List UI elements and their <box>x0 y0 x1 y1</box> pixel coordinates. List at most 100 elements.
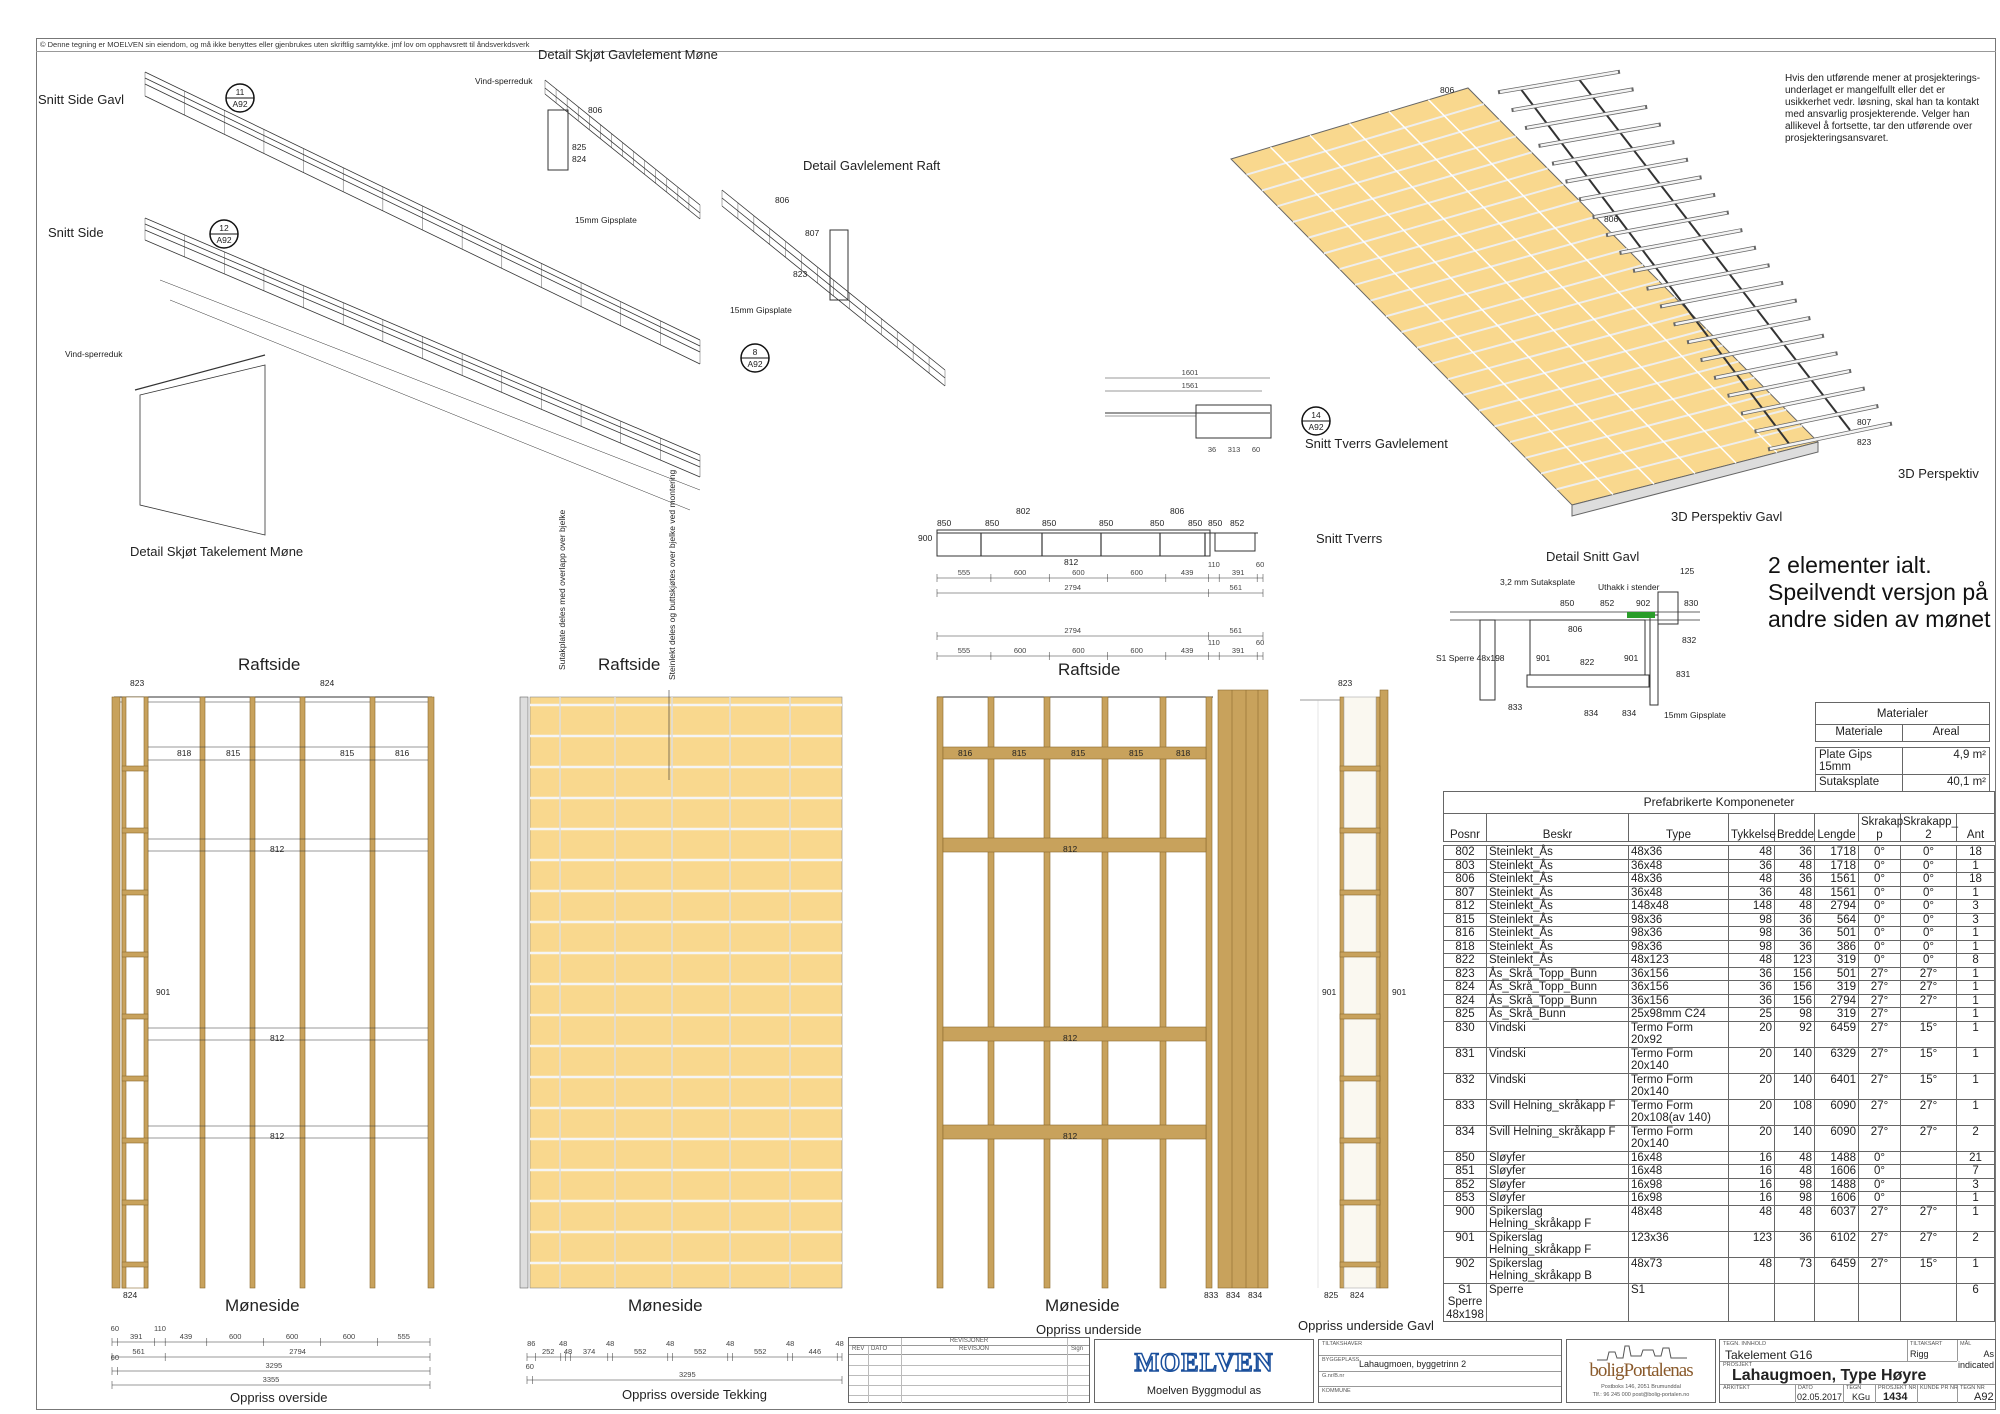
components-cell: 98 <box>1728 939 1775 954</box>
label-816-c: 816 <box>958 748 972 758</box>
callout-12[interactable]: 12 A92 <box>209 219 239 249</box>
dim-tverrs-1-label: 600 <box>1014 568 1027 577</box>
components-cell: 6037 <box>1814 1204 1859 1232</box>
components-cell: 36 <box>1774 912 1815 927</box>
svg-text:A92: A92 <box>747 359 762 369</box>
components-cell <box>1814 1282 1859 1322</box>
elev-c-rafter <box>987 696 995 1289</box>
partner-contact: Tlf.: 96 245 000 post@bolig-portalen.no <box>1592 1392 1690 1398</box>
components-cell <box>1858 1282 1901 1322</box>
label-850-gavl: 850 <box>1560 598 1574 608</box>
label-850: 850 <box>937 518 951 528</box>
dim-overside-1-label: 439 <box>180 1332 193 1341</box>
dim-tekking-1-label: 48 <box>606 1339 614 1348</box>
components-cell: 36 <box>1728 980 1775 995</box>
3d-rafter-lath-fill <box>1688 317 1809 344</box>
components-cell: 48 <box>1774 899 1815 914</box>
components-cell: 16 <box>1728 1150 1775 1165</box>
components-cell: 803 <box>1443 858 1487 873</box>
components-cell: 1 <box>1955 1046 1996 1074</box>
components-cell: 27° <box>1858 1098 1901 1126</box>
components-cell: 27° <box>1900 1124 1957 1152</box>
dim-1561: 1561 <box>1182 381 1199 390</box>
components-cell <box>1728 1282 1775 1322</box>
elev-d-stud <box>1339 696 1345 1289</box>
components-cell: 36x156 <box>1628 966 1729 981</box>
dim-tekking-2-label: 3295 <box>679 1370 696 1379</box>
dim-tverrs-1-label: 600 <box>1130 568 1143 577</box>
components-cell: 319 <box>1814 980 1859 995</box>
components-cell: 36x156 <box>1628 980 1729 995</box>
components-cell: 1488 <box>1814 1150 1859 1165</box>
components-header-cell: Bredde <box>1774 813 1815 842</box>
label-sperre: S1 Sperre 48x198 <box>1436 653 1505 663</box>
3d-rafter-lath-fill <box>1715 352 1836 379</box>
components-cell: Termo Form 20x140 <box>1628 1124 1729 1152</box>
components-cell: 27° <box>1858 1204 1901 1232</box>
label-823-3d: 823 <box>1857 437 1871 447</box>
components-cell: 27° <box>1900 1204 1957 1232</box>
components-header-cell: Type <box>1628 813 1729 842</box>
components-cell: 851 <box>1443 1164 1487 1179</box>
label-833: 833 <box>1508 702 1522 712</box>
3d-rafter-lath-fill <box>1607 211 1728 237</box>
dim-1601: 1601 <box>1182 368 1199 377</box>
detail-gavl-member <box>547 109 569 171</box>
components-cell: 1 <box>1955 1072 1996 1100</box>
label-gipsplate-2: 15mm Gipsplate <box>730 305 792 315</box>
components-cell: 1561 <box>1814 885 1859 900</box>
label-812-a1: 812 <box>270 844 284 854</box>
components-cell: Sløyfer <box>1486 1164 1629 1179</box>
callout-11[interactable]: 11 A92 <box>225 83 255 113</box>
svg-text:A92: A92 <box>232 99 247 109</box>
components-cell: 1 <box>1955 966 1996 981</box>
components-cell: Steinlekt_Ås <box>1486 912 1629 927</box>
components-cell: Sløyfer <box>1486 1191 1629 1206</box>
3d-gavl-sloyfe <box>1348 122 1696 475</box>
components-cell <box>1900 1007 1957 1022</box>
gavl-detail-vindski <box>1649 614 1659 706</box>
label-807-3d: 807 <box>1857 417 1871 427</box>
callout-14[interactable]: 14 A92 <box>1301 406 1331 436</box>
components-cell: 25x98mm C24 <box>1628 1007 1729 1022</box>
label-806: 806 <box>1170 506 1184 516</box>
svg-text:8: 8 <box>753 347 758 357</box>
raftside-label-a: Raftside <box>238 655 300 674</box>
dim-tekking-1-label: 48 <box>559 1339 567 1348</box>
copyright-notice: © Denne tegning er MOELVEN sin eiendom, … <box>36 38 1996 52</box>
components-cell: 48 <box>1774 1150 1815 1165</box>
dim-gavlelement: 60 <box>1252 445 1260 454</box>
components-cell: 852 <box>1443 1177 1487 1192</box>
svg-text:A92: A92 <box>1308 422 1323 432</box>
gavl-detail-uthakk-hatch <box>1627 612 1655 618</box>
dim-tekking-1-label: 48 <box>564 1347 572 1356</box>
components-cell: 0° <box>1900 939 1957 954</box>
dim-tverrs-1-label: 555 <box>958 568 971 577</box>
kommune-label: KOMMUNE <box>1322 1388 1351 1394</box>
components-cell: Steinlekt_Ås <box>1486 939 1629 954</box>
label-812-c2: 812 <box>1063 1033 1077 1043</box>
label-901-d: 901 <box>1322 987 1336 997</box>
responsibility-note: Hvis den utførende mener at prosjekterin… <box>1785 73 1981 144</box>
components-cell: 816 <box>1443 926 1487 941</box>
label-806-raft: 806 <box>775 195 789 205</box>
label-901: 901 <box>1536 653 1550 663</box>
components-cell: 15° <box>1900 1020 1957 1048</box>
dim-tekking-1-label: 552 <box>694 1347 707 1356</box>
view-title-detail-skjot-takelement: Detail Skjøt Takelement Møne <box>130 544 303 559</box>
byggeplass-label: BYGGEPLASS <box>1322 1357 1360 1363</box>
components-cell: 36 <box>1728 966 1775 981</box>
elev-c-812 <box>942 1124 1207 1140</box>
components-cell: 20 <box>1728 1072 1775 1100</box>
components-cell: 850 <box>1443 1150 1487 1165</box>
callout-8[interactable]: 8 A92 <box>740 343 770 373</box>
gavl-detail-gips <box>1526 674 1650 688</box>
dim-tekking-1-label: 252 <box>542 1347 555 1356</box>
components-cell: 2 <box>1955 1124 1996 1152</box>
elev-a-822 <box>121 951 149 958</box>
